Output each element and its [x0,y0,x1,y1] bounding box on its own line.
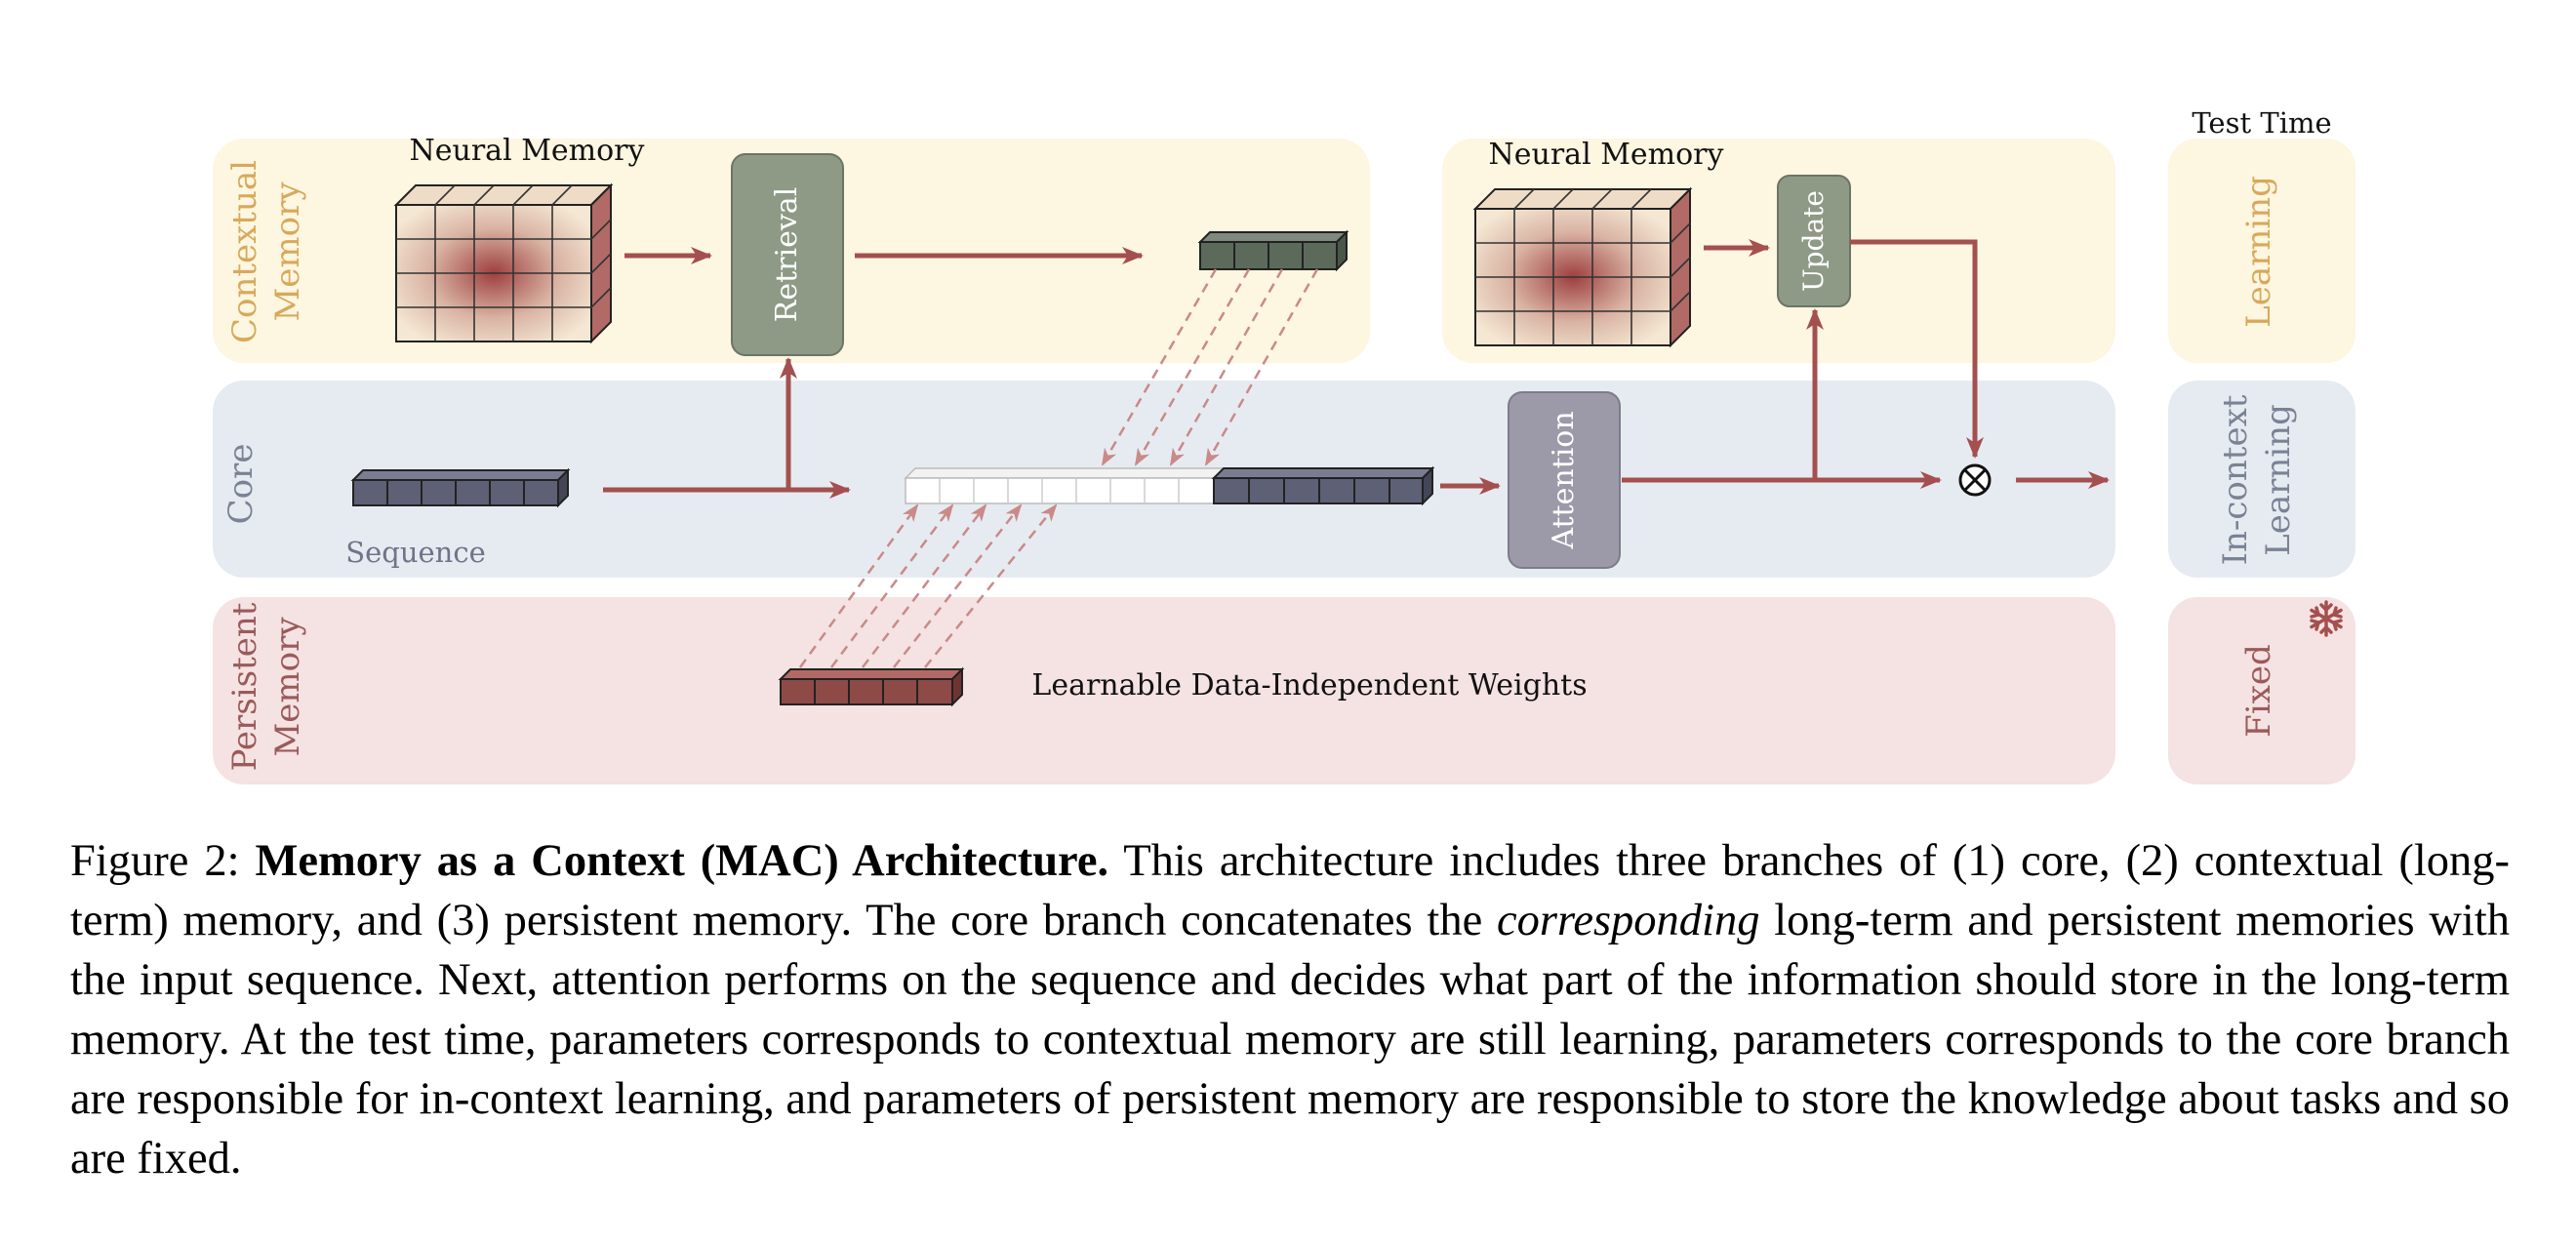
concatenated-sequence [904,465,1435,506]
neural-memory-label-left: Neural Memory [410,134,645,168]
in-context-label-line2: Learning [2259,404,2298,556]
mac-architecture-diagram: Contextual Memory Core Persistent Memory… [213,106,2355,784]
in-context-label-line1: In-context [2216,394,2255,565]
attention-box [1508,391,1621,569]
multiply-circle-icon [1958,463,1992,497]
attention-label: Attention [1547,411,1581,549]
persistent-weight-tokens [778,666,965,707]
contextual-memory-label-line1: Contextual [225,160,264,343]
caption-italic: corresponding [1496,896,1760,945]
caption-title: Memory as a Context (MAC) Architecture. [255,836,1109,886]
weights-label: Learnable Data-Independent Weights [1031,668,1587,703]
retrieved-memory-tokens [1197,229,1349,272]
persistent-memory-label-line1: Persistent [225,602,264,771]
retrieval-label: Retrieval [770,187,804,323]
caption-text-2: long-term and persistent memories with t… [70,896,2510,1184]
sequence-label: Sequence [345,536,486,569]
dashed-persistent-links [798,503,1058,668]
neural-memory-label-right: Neural Memory [1489,138,1724,172]
dashed-retrieval-links [1101,268,1319,466]
fixed-panel [2168,597,2355,784]
neural-memory-cube-right [1472,186,1693,348]
neural-memory-cube-left [393,182,614,344]
figure-caption: Figure 2: Memory as a Context (MAC) Arch… [70,831,2510,1188]
snowflake-icon [2310,600,2343,637]
in-context-learning-panel [2168,381,2355,578]
retrieval-box [731,153,844,356]
persistent-memory-band [213,597,2115,784]
learning-panel [2168,139,2355,363]
sequence-tokens [350,467,571,508]
core-label: Core [221,444,261,525]
caption-prefix: Figure 2: [70,836,256,886]
test-time-label: Test Time [2192,106,2331,140]
persistent-memory-label-line2: Memory [268,617,307,757]
caption-text-1: This architecture includes three branche… [70,836,2510,945]
arrow-update-to-multiply [1850,239,1984,459]
learning-label: Learning [2239,176,2278,328]
fixed-label: Fixed [2239,644,2278,738]
update-label: Update [1797,190,1830,292]
contextual-memory-label-line2: Memory [268,181,307,322]
